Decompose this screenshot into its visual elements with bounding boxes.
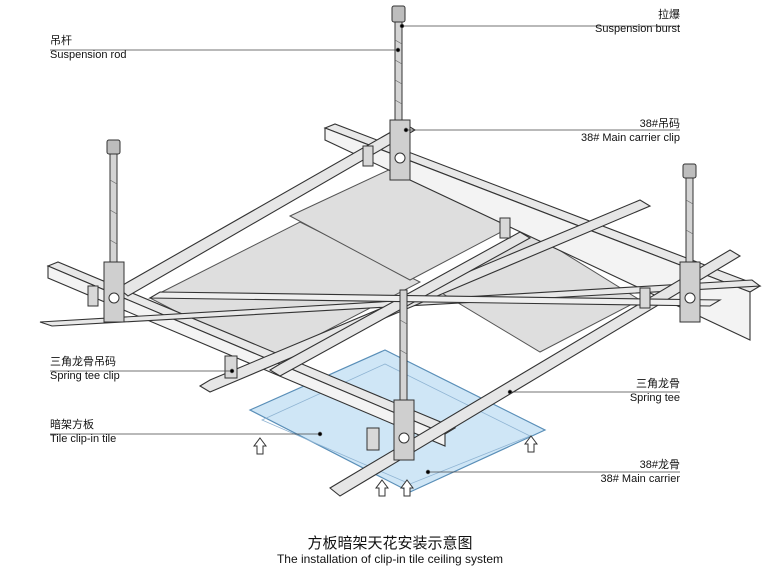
suspension-burst-anchor xyxy=(106,139,121,155)
spring-tee-label: 三角龙骨 Spring tee xyxy=(630,377,680,405)
suspension-burst-anchor xyxy=(391,5,406,23)
spring-tee-clips xyxy=(87,145,651,451)
ceiling-tiles xyxy=(148,159,642,361)
up-arrow-icon xyxy=(253,437,267,455)
up-arrow-icon xyxy=(524,435,538,453)
suspension-burst-label-en: Suspension burst xyxy=(595,23,680,35)
spring-tee-label-zh: 三角龙骨 xyxy=(636,378,680,390)
clip-bolts xyxy=(108,152,696,444)
spring-tee-clip xyxy=(87,285,99,307)
suspension-bursts xyxy=(106,5,697,179)
suspension-burst-label-zh: 拉爆 xyxy=(658,9,680,21)
main-carrier-clip-label-zh: 38#吊码 xyxy=(639,118,680,130)
suspension-rod-label-en: Suspension rod xyxy=(50,49,127,61)
main-carrier-clip-label-en: 38# Main carrier clip xyxy=(580,132,680,144)
suspension-burst-anchor xyxy=(682,163,697,179)
spring-tee-clip xyxy=(362,145,374,167)
suspension-rod-label: 吊杆 Suspension rod xyxy=(50,34,126,62)
main-carrier-clip xyxy=(103,261,125,323)
up-arrow-icon xyxy=(375,479,389,497)
leader-lines xyxy=(50,23,680,475)
spring-tee-clip-label-zh: 三角龙骨吊码 xyxy=(50,356,116,368)
tile-clip-in-label: 暗架方板 Tile clip-in tile xyxy=(50,418,116,446)
main-carrier-clip xyxy=(389,119,411,181)
main-carrier-label: 38#龙骨 38# Main carrier xyxy=(601,458,680,486)
main-carrier-clip xyxy=(679,261,701,323)
main-carrier-clip xyxy=(393,399,415,461)
spring-tee-rail xyxy=(329,249,742,497)
tile-clip-in-label-en: Tile clip-in tile xyxy=(50,433,117,445)
rod-threads xyxy=(109,39,694,355)
spring-tee-clip xyxy=(499,217,511,239)
suspension-rod-label-zh: 吊杆 xyxy=(50,35,72,47)
main-carriers xyxy=(39,123,762,447)
main-carrier-label-en: 38# Main carrier xyxy=(600,473,680,485)
spring-tee-clip-label-en: Spring tee clip xyxy=(50,370,120,382)
spring-tee-clip-label: 三角龙骨吊码 Spring tee clip xyxy=(50,355,120,383)
caption-en: The installation of clip-in tile ceiling… xyxy=(276,552,504,566)
main-carrier-clip-label: 38#吊码 38# Main carrier clip xyxy=(581,117,680,145)
spring-tees xyxy=(117,123,742,497)
tile-clip-in-label-zh: 暗架方板 xyxy=(50,419,94,431)
main-carrier-clips xyxy=(103,119,701,461)
spring-tee-clip xyxy=(366,427,380,451)
spring-tee-clip xyxy=(639,287,651,309)
spring-tee-clip xyxy=(224,355,238,379)
main-carrier-label-zh: 38#龙骨 xyxy=(639,459,680,471)
suspension-burst-label: 拉爆 Suspension burst xyxy=(595,8,680,36)
caption-zh: 方板暗架天花安装示意图 xyxy=(307,535,473,552)
lift-arrows xyxy=(253,435,538,497)
spring-tee-rail xyxy=(148,291,722,307)
spring-tee-label-en: Spring tee xyxy=(629,392,680,404)
up-arrow-icon xyxy=(400,479,414,497)
